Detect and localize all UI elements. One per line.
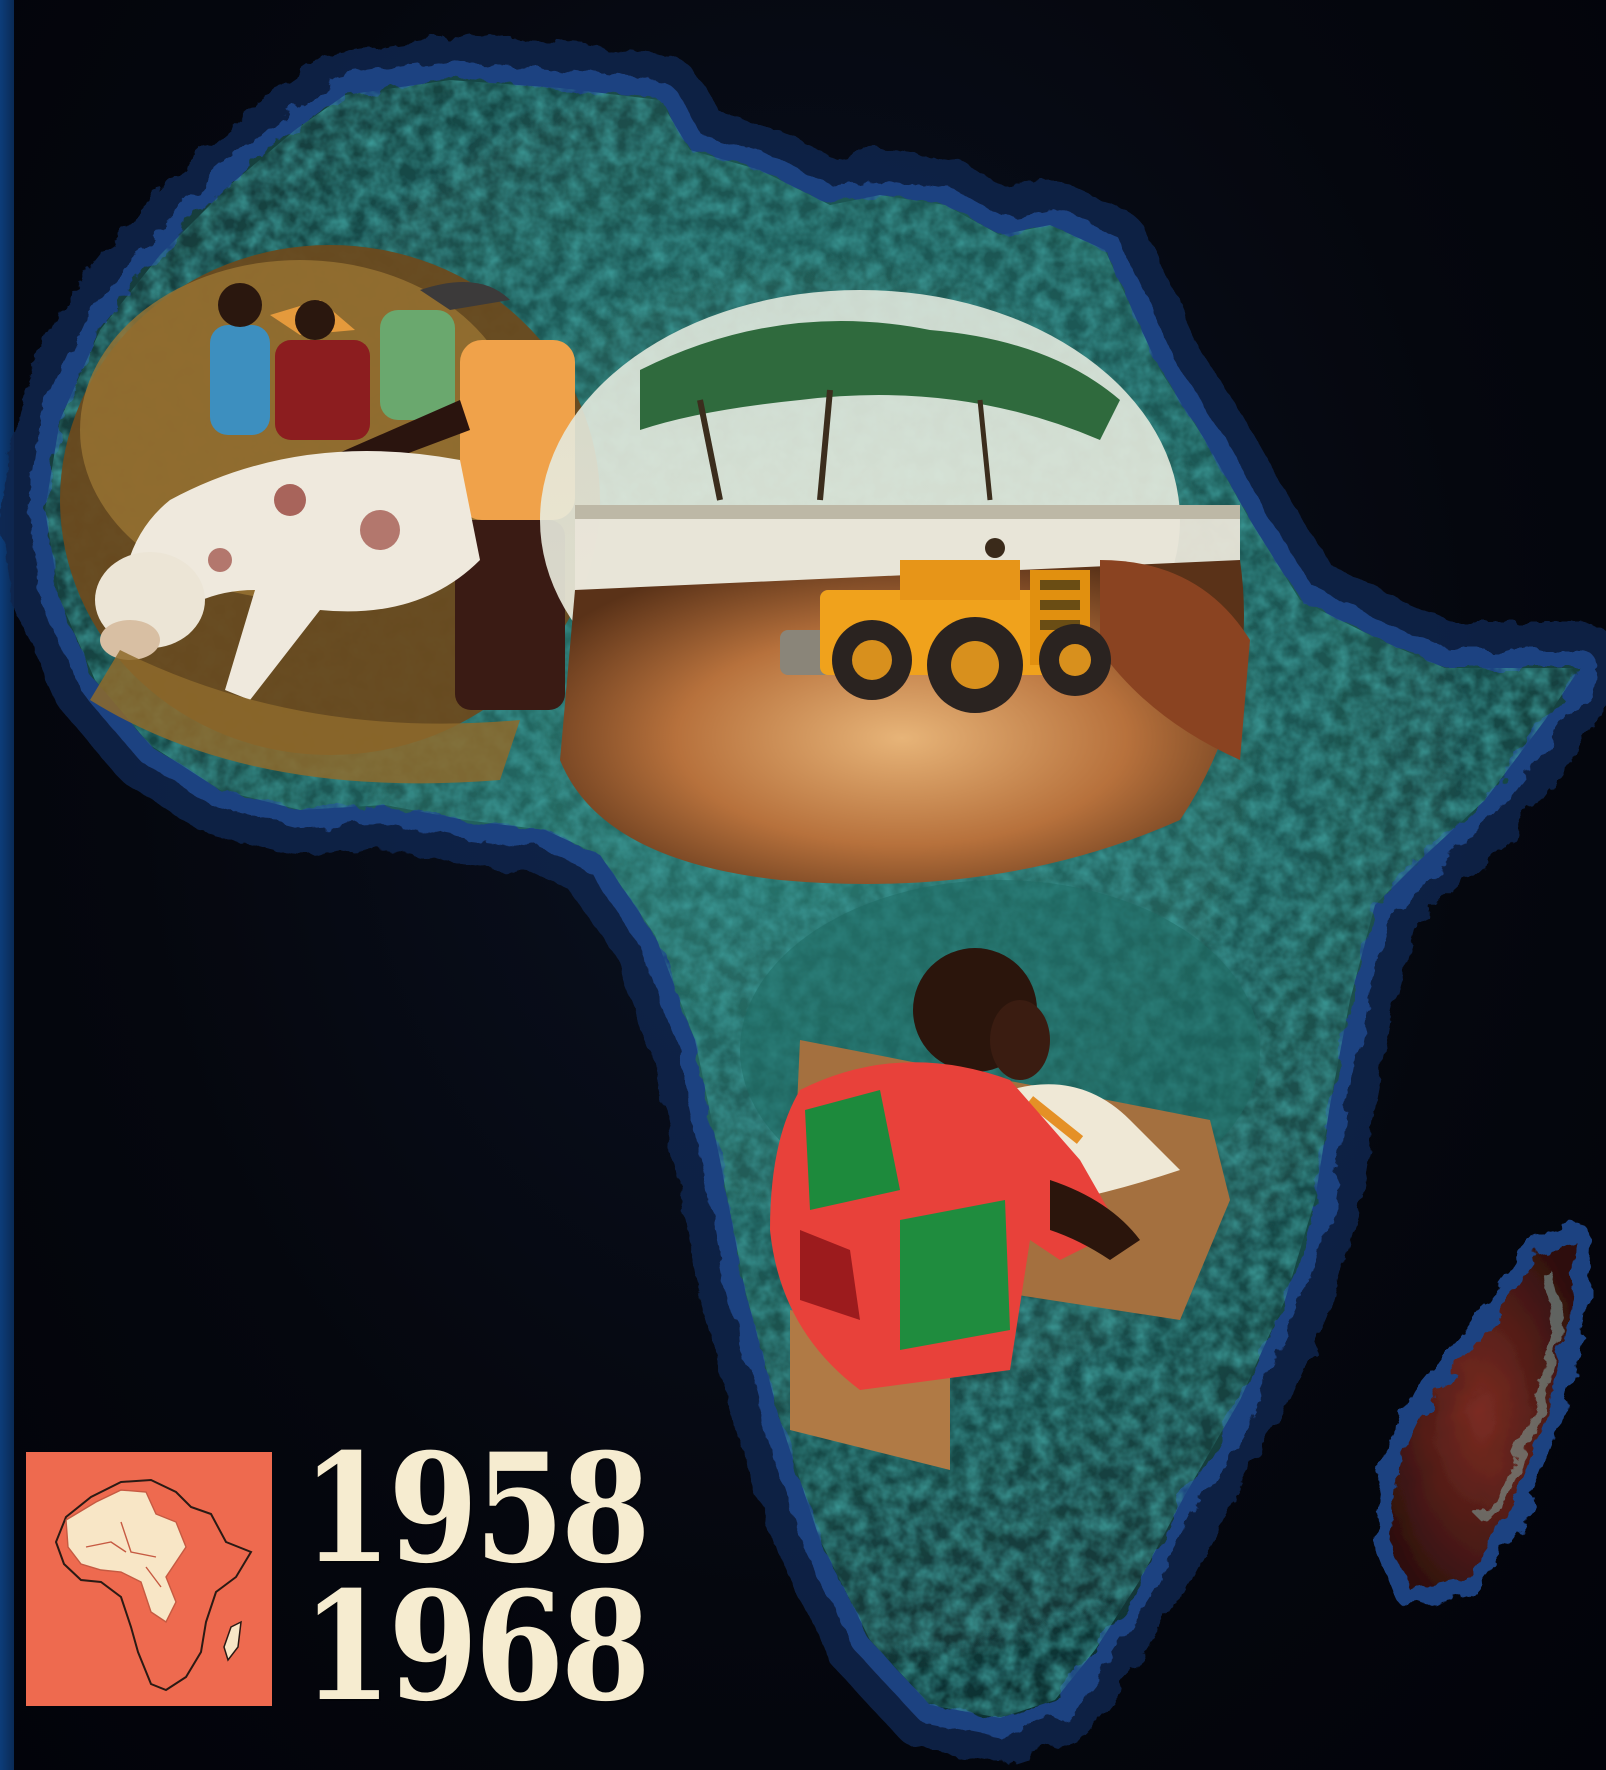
child-figure <box>770 948 1140 1390</box>
scene-bulldozer-at-construction-site <box>540 290 1250 884</box>
scene-farmers-with-cattle <box>60 245 600 784</box>
scene-child-reading-at-desk <box>740 880 1260 1470</box>
madagascar-island <box>1373 1223 1592 1607</box>
cow <box>95 451 480 700</box>
africa-map-icon <box>54 1478 253 1692</box>
acacia-trees <box>640 321 1120 501</box>
logo-badge <box>26 1452 272 1706</box>
end-year: 1968 <box>302 1559 651 1735</box>
bulldozer <box>780 538 1111 713</box>
farmer-figures <box>210 282 575 710</box>
start-year: 1958 <box>302 1421 651 1597</box>
page-edge-strip <box>0 0 14 1770</box>
year-range: 1958 1968 <box>302 1421 651 1735</box>
